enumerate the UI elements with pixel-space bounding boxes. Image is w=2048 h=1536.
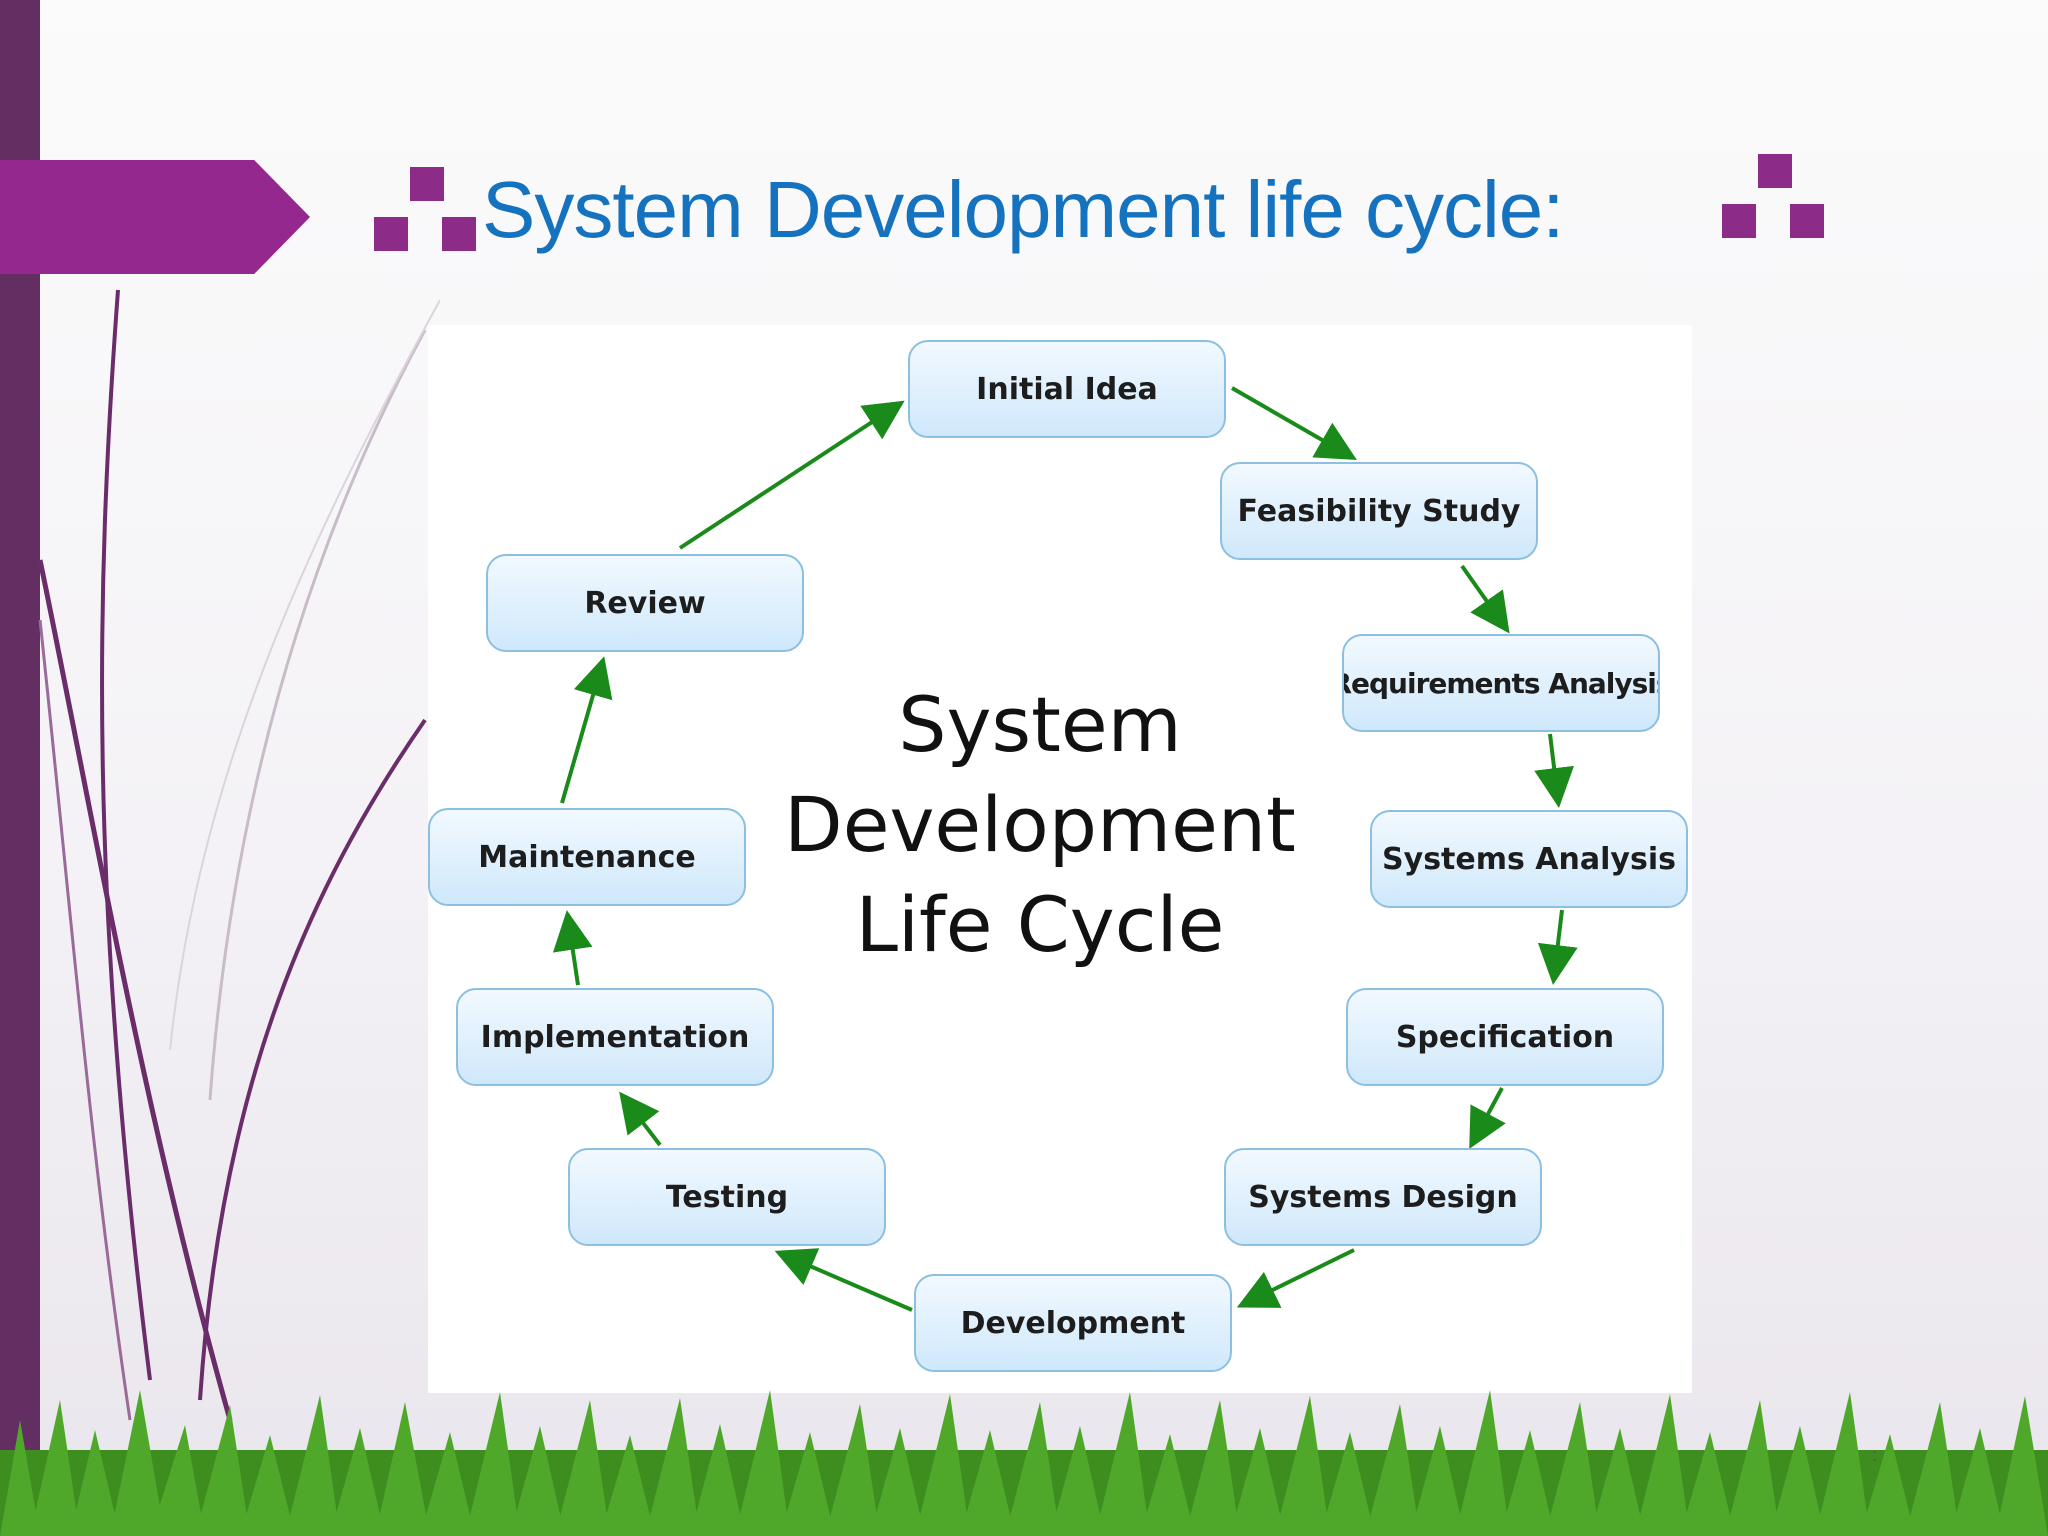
- arrow-2: [1460, 564, 1510, 634]
- node-review: Review: [486, 554, 804, 652]
- node-initial-idea: Initial Idea: [908, 340, 1226, 438]
- decorative-curves: [37, 289, 440, 1421]
- node-systems-design: Systems Design: [1224, 1148, 1542, 1246]
- center-title-line-2: Development: [784, 780, 1296, 869]
- arrow-5: [1469, 1087, 1506, 1150]
- arrow-9: [552, 910, 593, 986]
- center-title-line-3: Life Cycle: [855, 880, 1225, 969]
- title-row: System Development life cycle:: [372, 150, 1565, 270]
- arrow-3: [1534, 733, 1575, 808]
- arrow-1: [1231, 386, 1357, 460]
- node-maintenance: Maintenance: [428, 808, 746, 906]
- arrow-8: [619, 1091, 662, 1147]
- node-feasibility-study: Feasibility Study: [1220, 462, 1538, 560]
- node-specification: Specification: [1346, 988, 1664, 1086]
- arrow-7: [774, 1248, 913, 1312]
- node-implementation: Implementation: [456, 988, 774, 1086]
- block-icon-left: [372, 165, 482, 255]
- node-requirements-analysis: Requirements Analysis: [1342, 634, 1660, 732]
- diagram-center-title: System Development Life Cycle: [780, 675, 1300, 975]
- arrow-10: [560, 656, 613, 804]
- slide-title: System Development life cycle:: [482, 165, 1565, 254]
- node-systems-analysis: Systems Analysis: [1370, 810, 1688, 908]
- center-title-line-1: System: [898, 680, 1182, 769]
- title-arrow-tab: [0, 160, 310, 274]
- node-testing: Testing: [568, 1148, 886, 1246]
- arrow-4: [1537, 909, 1578, 985]
- node-development: Development: [914, 1274, 1232, 1372]
- grass-border: [0, 1390, 2048, 1536]
- arrow-11: [678, 400, 905, 550]
- arrow-6: [1236, 1248, 1355, 1308]
- slide-number: :: [1872, 1445, 1878, 1465]
- block-icon-right: [1720, 152, 1830, 242]
